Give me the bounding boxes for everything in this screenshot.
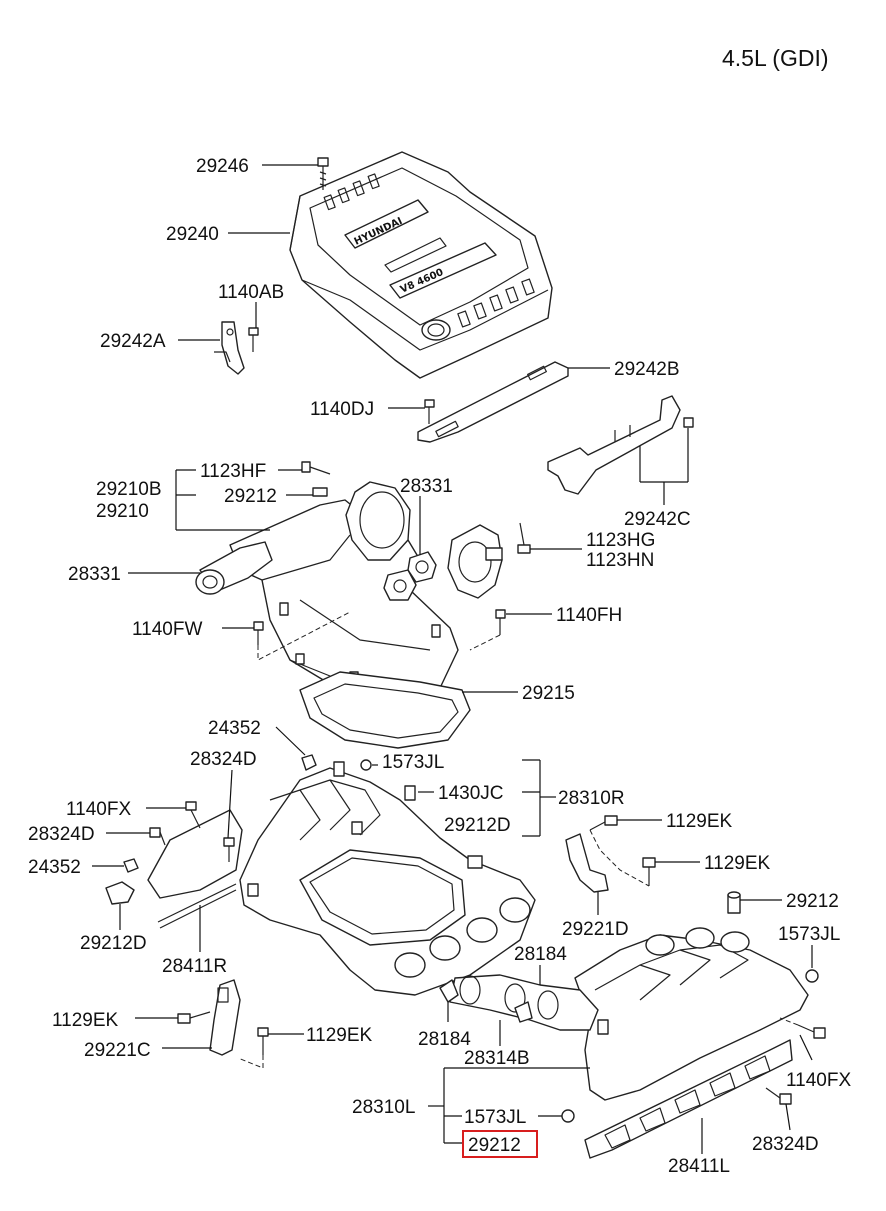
- lower-intake-right: [239, 761, 536, 996]
- label-28331-upper: 28331: [400, 476, 453, 497]
- label-29212-right: 29212: [786, 891, 839, 912]
- cap-1573jl-right: [360, 759, 372, 771]
- lower-intake-left: [574, 927, 809, 1101]
- bracket-29221c: [209, 979, 241, 1056]
- pin-1430jc: [404, 785, 416, 801]
- dashed-guides: [237, 611, 799, 1069]
- label-1140fh: 1140FH: [556, 605, 622, 626]
- highlight-box: [462, 1130, 538, 1158]
- bolt-29212-upper: [312, 487, 328, 497]
- label-1129ek-b: 1129EK: [704, 853, 771, 874]
- label-1129ek-c: 1129EK: [52, 1010, 119, 1031]
- label-1123hn: 1123HN: [586, 550, 654, 571]
- bracket-29242a: [214, 321, 245, 375]
- fitting-24352-top: [301, 754, 317, 771]
- label-1140fx-right: 1140FX: [786, 1070, 851, 1091]
- label-29212-upper: 29212: [224, 486, 277, 507]
- bolt-1140fx-left: [185, 801, 201, 829]
- label-28310r: 28310R: [558, 788, 625, 809]
- label-29212-highlighted[interactable]: 29212: [468, 1135, 521, 1156]
- label-24352-top: 24352: [208, 718, 261, 739]
- label-29221c: 29221C: [84, 1040, 151, 1061]
- cap-1573jl-left: [561, 1109, 575, 1123]
- bracket-29221d: [565, 833, 609, 893]
- label-1129ek-d: 1129EK: [306, 1025, 373, 1046]
- label-28324d-left: 28324D: [28, 824, 95, 845]
- gasket-28331-mid: [383, 569, 417, 601]
- label-28331-left: 28331: [68, 564, 121, 585]
- upper-intake-plenum: [195, 481, 459, 701]
- label-1573jl-far: 1573JL: [778, 924, 840, 945]
- bolt-1140ab: [248, 327, 259, 352]
- label-1140dj: 1140DJ: [310, 399, 374, 420]
- bolt-1129ek-b: [642, 857, 656, 886]
- label-29242c: 29242C: [624, 509, 691, 530]
- label-28324d-right: 28324D: [752, 1134, 819, 1155]
- bolt-1140fh: [495, 609, 506, 635]
- label-29212d-left: 29212D: [80, 933, 147, 954]
- label-29210b: 29210B: [96, 479, 162, 500]
- bolt-1123hf: [301, 461, 331, 475]
- dowel-29212-right: [727, 891, 741, 914]
- label-28310l: 28310L: [352, 1097, 415, 1118]
- label-1430jc: 1430JC: [438, 783, 504, 804]
- label-29212d-right: 29212D: [444, 815, 511, 836]
- label-1573jl-left: 1573JL: [464, 1107, 526, 1128]
- bolt-1140dj: [424, 399, 435, 424]
- engine-title: 4.5L (GDI): [722, 45, 829, 71]
- label-29215: 29215: [522, 683, 575, 704]
- label-1140fx-left: 1140FX: [66, 799, 131, 820]
- label-24352-left: 24352: [28, 857, 81, 878]
- label-1123hg: 1123HG: [586, 530, 655, 551]
- label-1140ab: 1140AB: [218, 282, 284, 303]
- clamp-28184-left: [439, 979, 459, 1003]
- label-28184-left: 28184: [418, 1029, 471, 1050]
- label-29242b: 29242B: [614, 359, 680, 380]
- bracket-29242c: [547, 395, 694, 495]
- throttle-body: [447, 524, 503, 599]
- label-1129ek-a: 1129EK: [666, 811, 733, 832]
- bolt-1123hg: [517, 522, 531, 554]
- bolt-1129ek-c: [177, 1011, 211, 1024]
- bolt-1129ek-d: [257, 1027, 269, 1055]
- label-29221d: 29221D: [562, 919, 629, 940]
- label-28324d-top: 28324D: [190, 749, 257, 770]
- clamp-28184-right: [514, 1001, 533, 1023]
- label-1140fw: 1140FW: [132, 619, 202, 640]
- cap-1573jl-far: [805, 969, 819, 983]
- bolt-1140fx-right: [797, 1024, 826, 1039]
- bolt-28324d-mid: [223, 837, 235, 862]
- label-1123hf: 1123HF: [200, 461, 266, 482]
- part-labels: 29246 29240 1140AB 29242A 29242B 1140DJ …: [28, 156, 851, 1177]
- label-29242a: 29242A: [100, 331, 166, 352]
- label-28184-right: 28184: [514, 944, 567, 965]
- leader-lines: [92, 164, 813, 1154]
- bracket-29242b: [417, 361, 569, 443]
- bolt-28324d-left: [149, 827, 166, 846]
- label-28411l: 28411L: [668, 1156, 730, 1177]
- gasket-28331-right: [407, 551, 437, 583]
- bolt-29246: [317, 157, 329, 190]
- cover-28411r: [147, 809, 243, 929]
- plug-29212d-left: [105, 881, 135, 905]
- label-28314b: 28314B: [464, 1048, 530, 1069]
- intake-hose-28314b: [449, 974, 599, 1031]
- nut-24352-left: [123, 858, 139, 873]
- label-28411r: 28411R: [162, 956, 227, 977]
- label-29210: 29210: [96, 501, 149, 522]
- bolt-28324d-right: [765, 1087, 792, 1105]
- label-29240: 29240: [166, 224, 219, 245]
- gasket-29215: [299, 671, 471, 749]
- bolt-1129ek-a: [589, 815, 618, 831]
- engine-cover: HYUNDAI V8 4600: [289, 151, 553, 379]
- gasket-28411l: [584, 1039, 793, 1159]
- label-29246: 29246: [196, 156, 249, 177]
- bolt-1140fw: [253, 621, 264, 645]
- label-1573jl-right: 1573JL: [382, 752, 444, 773]
